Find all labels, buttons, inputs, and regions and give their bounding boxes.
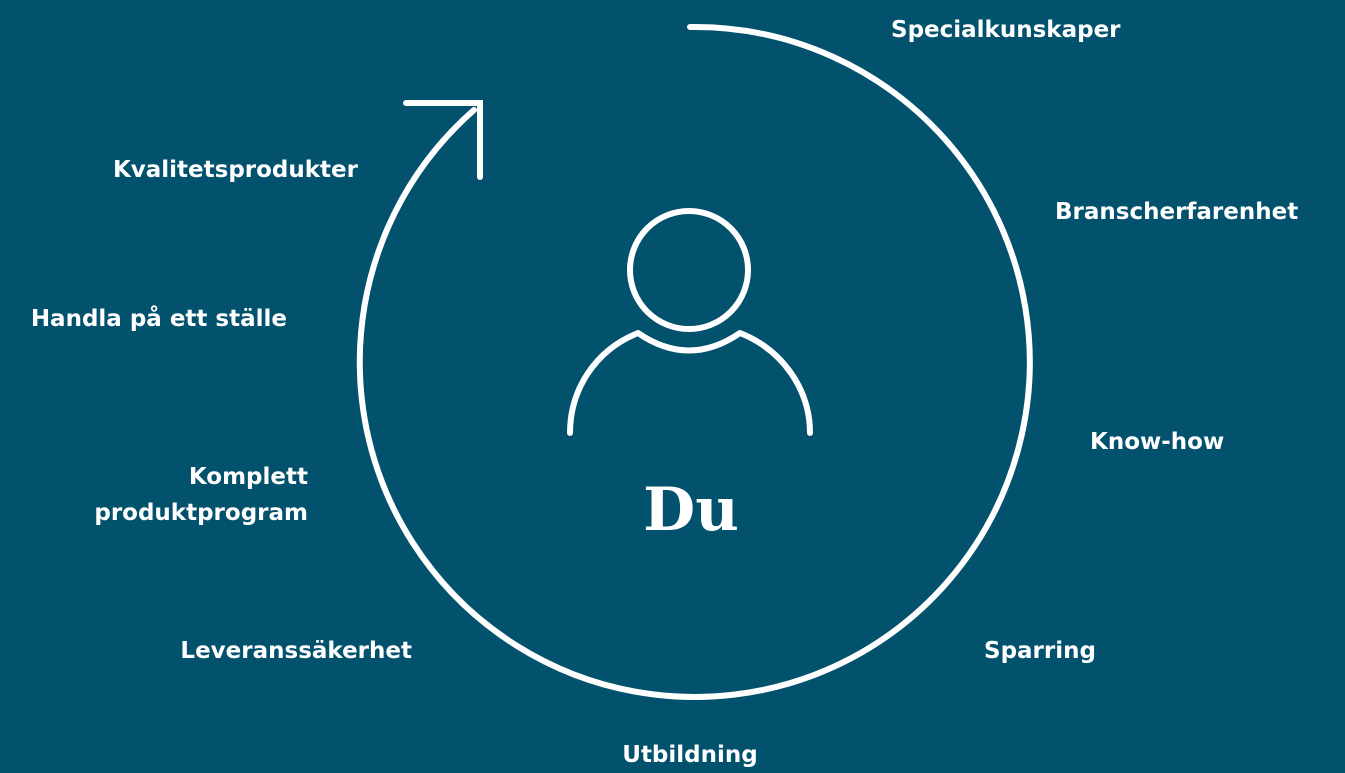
label-know-how: Know-how <box>1090 429 1225 455</box>
cycle-arc <box>356 23 1033 700</box>
center-label: Du <box>643 475 739 545</box>
label-komplett-line1: Komplett <box>188 464 308 490</box>
label-specialkunskaper: Specialkunskaper <box>891 17 1121 43</box>
label-branscherfarenhet: Branscherfarenhet <box>1055 199 1299 225</box>
label-komplett-produktprogram: Komplett produktprogram <box>40 459 308 531</box>
cycle-arrowhead <box>403 100 483 180</box>
label-utbildning: Utbildning <box>622 742 758 768</box>
label-komplett-line2: produktprogram <box>94 500 308 526</box>
label-handla-pa-ett-stalle: Handla på ett ställe <box>30 306 287 332</box>
label-sparring: Sparring <box>984 638 1096 664</box>
person-shoulders <box>567 330 813 436</box>
cycle-arrow-icon <box>356 23 1033 700</box>
person-head <box>627 208 751 332</box>
label-kvalitetsprodukter: Kvalitetsprodukter <box>112 157 358 183</box>
person-icon <box>567 208 813 436</box>
label-leveranssakerhet: Leveranssäkerhet <box>180 638 412 664</box>
